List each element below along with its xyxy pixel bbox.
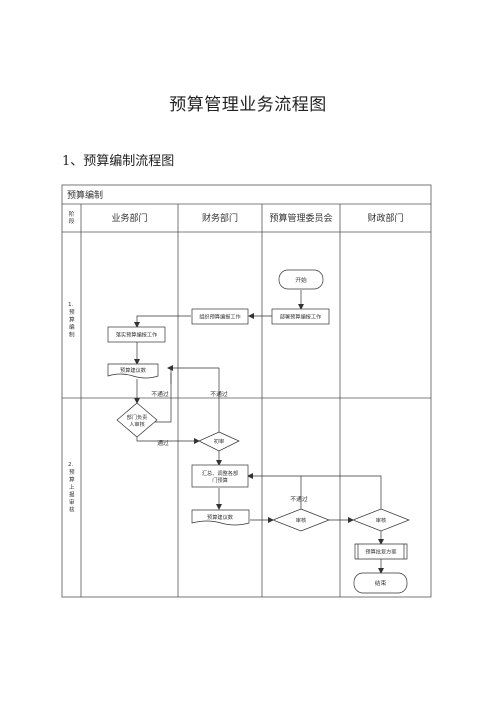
stage-label-1: 1. 预算编制 bbox=[68, 302, 75, 339]
stage-2-name-char-4: 报 bbox=[69, 491, 75, 499]
implement-label: 落实预算编报工作 bbox=[116, 331, 158, 339]
end-label: 结束 bbox=[375, 579, 387, 587]
initial-review-label: 初审 bbox=[214, 437, 224, 445]
stage-header-char-2: 段 bbox=[69, 217, 75, 225]
summarize-label-line-2: 门预算 bbox=[212, 476, 228, 484]
document-title: 预算管理业务流程图 bbox=[169, 95, 327, 115]
stage-2-name-char-2: 算 bbox=[69, 476, 75, 484]
finance-review-label: 审核 bbox=[376, 516, 386, 524]
lane-header-committee: 预算管理委员会 bbox=[269, 212, 332, 224]
start-terminal bbox=[278, 269, 324, 290]
approved-plan-box bbox=[354, 543, 408, 560]
deploy-label: 部署预算编报工作 bbox=[280, 313, 322, 321]
stage-number-2: 2. bbox=[68, 462, 74, 468]
committee-review-label: 审核 bbox=[296, 516, 306, 524]
flowchart-table bbox=[61, 184, 432, 598]
section-title: 1、预算编制流程图 bbox=[62, 154, 175, 169]
start-label: 开始 bbox=[295, 276, 307, 284]
summarize-process bbox=[191, 464, 249, 488]
stage-1-name-char-3: 编 bbox=[69, 323, 75, 331]
summarize-label-line-1: 汇总、调整各部 bbox=[202, 469, 238, 477]
deploy-process bbox=[271, 308, 330, 325]
lane-header-business: 业务部门 bbox=[111, 212, 147, 224]
stage-2-name-char-3: 上 bbox=[69, 483, 75, 491]
proposal-1-label: 预算建议数 bbox=[120, 366, 147, 374]
flow-nodes bbox=[107, 269, 410, 594]
edge-label-pass: 通过 bbox=[157, 439, 169, 447]
stage-1-name-char-4: 制 bbox=[69, 331, 75, 339]
initial-review-decision bbox=[198, 431, 240, 452]
dept-review-decision bbox=[116, 402, 158, 438]
proposal-document-1 bbox=[107, 363, 159, 379]
stage-1-name-char-2: 算 bbox=[69, 316, 75, 324]
approved-plan-label: 预算批复方案 bbox=[365, 548, 397, 556]
committee-review-decision bbox=[272, 508, 330, 532]
proposal-document-2 bbox=[191, 509, 250, 526]
edge-label-reject-1: 不通过 bbox=[151, 390, 169, 398]
stage-2-name-char-6: 核 bbox=[69, 506, 75, 514]
lane-header-finance: 财务部门 bbox=[202, 212, 238, 224]
dept-review-label-line-2: 人审核 bbox=[129, 420, 145, 428]
organize-label: 组织预算编报工作 bbox=[199, 313, 241, 321]
end-terminal bbox=[353, 572, 408, 594]
stage-2-name-char-1: 预 bbox=[69, 468, 75, 476]
finance-review-decision bbox=[352, 508, 410, 532]
dept-review-label-line-1: 部门负责 bbox=[127, 413, 148, 421]
stage-1-name-char-1: 预 bbox=[69, 308, 75, 316]
flow-connectors bbox=[134, 290, 384, 574]
implement-process bbox=[107, 326, 166, 343]
stage-2-name-char-5: 审 bbox=[69, 498, 75, 506]
stage-number-1: 1. bbox=[68, 302, 74, 308]
edge-label-reject-3: 不通过 bbox=[290, 495, 308, 503]
edge-label-reject-2: 不通过 bbox=[210, 390, 228, 398]
flowchart-caption: 预算编制 bbox=[67, 189, 103, 201]
proposal-2-label: 预算建议数 bbox=[207, 513, 234, 521]
organize-process bbox=[191, 308, 249, 325]
stage-header-char-1: 阶 bbox=[69, 210, 75, 218]
lane-header-fiscal: 财政部门 bbox=[367, 212, 403, 224]
